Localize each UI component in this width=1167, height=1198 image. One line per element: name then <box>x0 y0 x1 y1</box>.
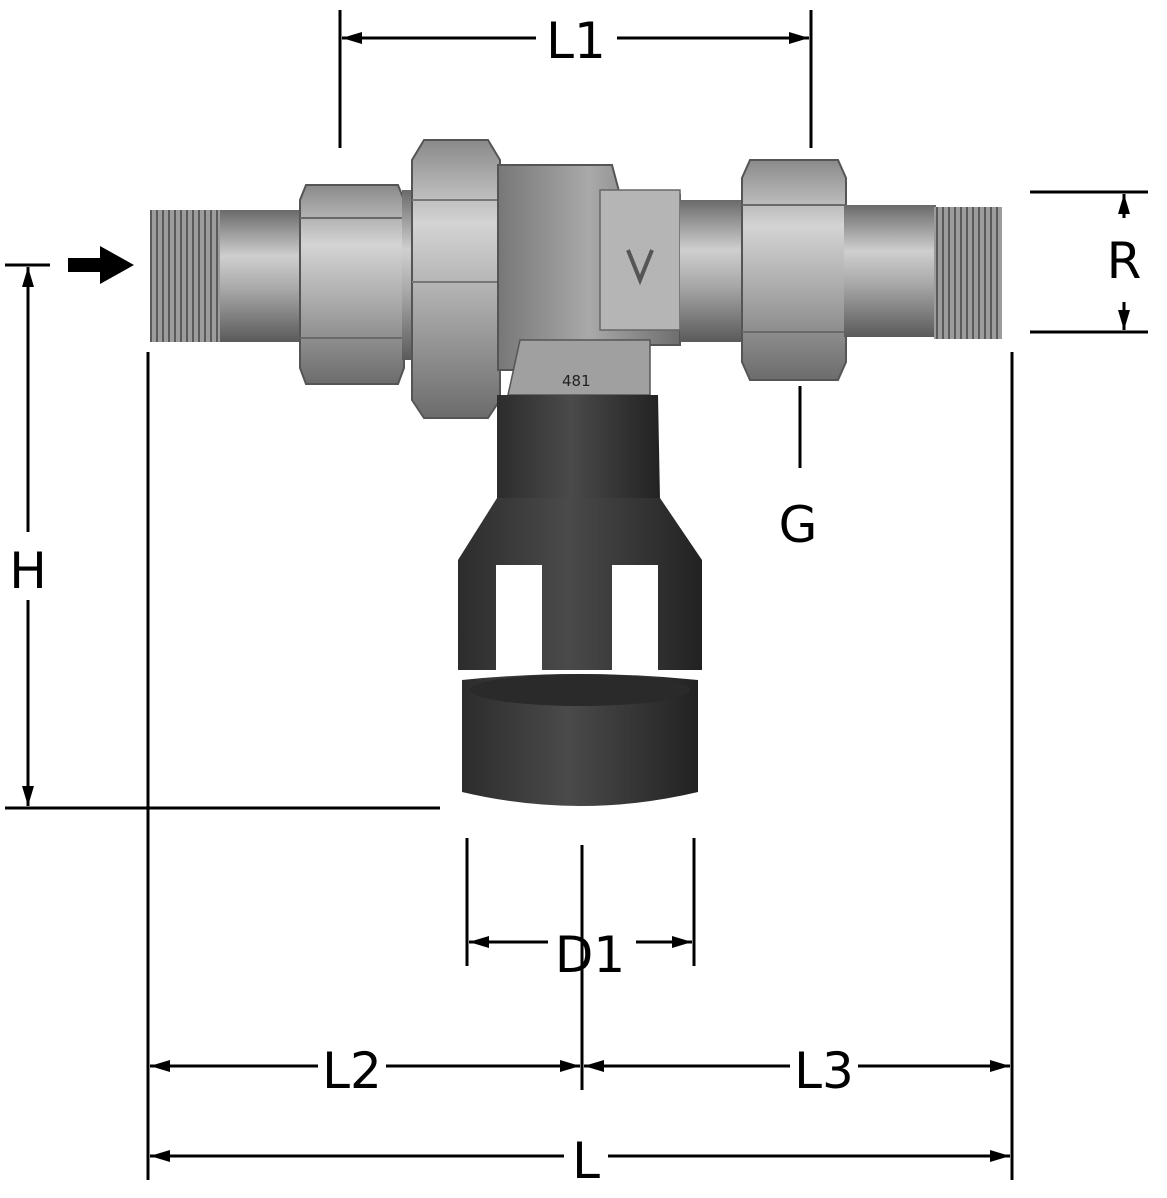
flow-marking-icon <box>626 249 654 286</box>
left-thread <box>150 210 222 342</box>
right-union-nut <box>741 159 847 381</box>
label-l1: L1 <box>546 12 606 70</box>
plastic-cage <box>458 498 702 670</box>
center-hex-nut <box>411 139 501 419</box>
label-r: R <box>1107 232 1142 290</box>
cage-window-right <box>612 565 658 670</box>
label-h: H <box>9 542 47 600</box>
bottom-cap <box>462 674 698 806</box>
right-pipe <box>844 205 936 337</box>
right-thread <box>934 207 1002 339</box>
dimensions <box>5 10 1148 1180</box>
label-l: L <box>572 1132 600 1190</box>
left-pipe <box>220 210 312 342</box>
label-d1: D1 <box>555 926 625 984</box>
valve-illustration: 481 <box>150 139 1002 806</box>
body-marking: 481 <box>562 372 591 390</box>
label-l2: L2 <box>322 1042 382 1100</box>
label-g: G <box>779 496 818 554</box>
right-neck <box>680 200 744 342</box>
label-l3: L3 <box>794 1042 854 1100</box>
cage-window-left <box>496 565 542 670</box>
plastic-sleeve <box>497 395 660 500</box>
arrow-right-icon <box>68 246 134 284</box>
left-union-nut <box>299 184 405 385</box>
